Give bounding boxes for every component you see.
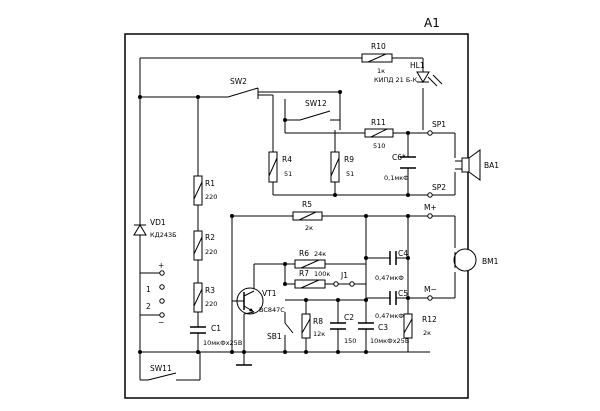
ba1-ref: BA1 bbox=[484, 161, 499, 170]
sw12-ref: SW12 bbox=[305, 99, 327, 108]
transistor-vt1: VT1 BC847C bbox=[232, 287, 285, 315]
c1-ref: C1 bbox=[211, 324, 221, 333]
r4-value: 51 bbox=[284, 170, 292, 178]
resistor-r1: R1 220 bbox=[193, 175, 217, 206]
capacitor-c6: C6* 0,1мкФ bbox=[384, 153, 416, 182]
c3-ref: C3 bbox=[378, 323, 388, 332]
hl1-ref: HL1 bbox=[410, 61, 425, 70]
diode-vd1: VD1 КД243Б bbox=[133, 218, 177, 239]
switch-sw12: SW12 bbox=[299, 99, 331, 121]
r5-ref: R5 bbox=[302, 200, 312, 209]
r3-ref: R3 bbox=[205, 286, 215, 295]
resistor-r7: R7 100к bbox=[294, 269, 330, 289]
r1-value: 220 bbox=[205, 193, 217, 201]
c1-value: 10мкФх25В bbox=[203, 339, 242, 347]
capacitor-c1: C1 10мкФх25В bbox=[190, 324, 242, 347]
terminal-minus-label: − bbox=[158, 318, 164, 327]
resistor-r3: R3 220 bbox=[193, 282, 217, 313]
capacitor-c2: C2 150 bbox=[330, 313, 356, 345]
r5-value: 2к bbox=[305, 224, 313, 232]
c3-value: 10мкФх25В bbox=[370, 337, 409, 345]
switch-sw2: SW2 bbox=[227, 77, 259, 99]
jumper-j1: J1 bbox=[338, 271, 350, 285]
r4-ref: R4 bbox=[282, 155, 292, 164]
c6-ref: C6* bbox=[392, 153, 406, 162]
r11-ref: R11 bbox=[371, 118, 386, 127]
capacitor-c4: C4 0,47мкФ bbox=[375, 249, 408, 282]
capacitor-c3: C3 10мкФх25В bbox=[358, 322, 409, 345]
resistor-r2: R2 220 bbox=[193, 230, 217, 261]
r9-ref: R9 bbox=[344, 155, 354, 164]
resistor-r10: R10 1к bbox=[361, 42, 393, 75]
vt1-ref: VT1 bbox=[262, 289, 277, 298]
r3-value: 220 bbox=[205, 300, 217, 308]
c6-value: 0,1мкФ bbox=[384, 174, 409, 182]
vd1-value: КД243Б bbox=[150, 231, 177, 239]
sw11-ref: SW11 bbox=[150, 364, 172, 373]
microphone-bm1: BM1 bbox=[453, 248, 499, 272]
c4-value: 0,47мкФ bbox=[375, 274, 404, 282]
resistor-r8: R8 12к bbox=[301, 313, 325, 339]
junction-dots bbox=[138, 90, 410, 354]
resistor-r5: R5 2к bbox=[292, 200, 323, 232]
c2-value: 150 bbox=[344, 337, 356, 345]
r7-value: 100к bbox=[314, 270, 330, 278]
m-minus-label: M− bbox=[424, 285, 437, 294]
r12-value: 2к bbox=[423, 329, 431, 337]
r6-value: 24к bbox=[314, 250, 326, 258]
m-plus-label: M+ bbox=[424, 203, 437, 212]
switch-sw11: SW11 bbox=[147, 364, 177, 381]
assembly-frame bbox=[124, 33, 469, 399]
r10-ref: R10 bbox=[371, 42, 386, 51]
resistor-r4: R4 51 bbox=[268, 151, 292, 183]
r7-ref: R7 bbox=[299, 269, 309, 278]
bm1-ref: BM1 bbox=[482, 257, 499, 266]
r12-ref: R12 bbox=[422, 315, 437, 324]
sb1-ref: SB1 bbox=[267, 332, 282, 341]
terminal-1-label: 1 bbox=[146, 285, 151, 294]
sw2-ref: SW2 bbox=[230, 77, 247, 86]
vt1-value: BC847C bbox=[259, 306, 285, 314]
sp2-ref: SP2 bbox=[432, 183, 446, 192]
c2-ref: C2 bbox=[344, 313, 354, 322]
resistor-r12: R12 2к bbox=[403, 313, 437, 339]
r11-value: 510 bbox=[373, 142, 385, 150]
resistor-r6: R6 24к bbox=[294, 249, 326, 269]
c5-ref: C5 bbox=[398, 289, 408, 298]
c5-value: 0,47мкФ bbox=[375, 312, 404, 320]
terminal-2-label: 2 bbox=[146, 302, 151, 311]
led-hl1: HL1 КИПД 21 Б-К bbox=[374, 61, 443, 87]
terminal-plus-label: + bbox=[158, 261, 164, 270]
r9-value: 51 bbox=[346, 170, 354, 178]
j1-ref: J1 bbox=[340, 271, 348, 280]
speaker-ba1: BA1 bbox=[455, 149, 499, 181]
r6-ref: R6 bbox=[299, 249, 309, 258]
vd1-ref: VD1 bbox=[150, 218, 166, 227]
resistor-r9: R9 51 bbox=[330, 151, 354, 183]
capacitor-c5: C5 0,47мкФ bbox=[375, 289, 408, 320]
sp1-ref: SP1 bbox=[432, 120, 446, 129]
r10-value: 1к bbox=[377, 67, 385, 75]
r2-value: 220 bbox=[205, 248, 217, 256]
hl1-value: КИПД 21 Б-К bbox=[374, 76, 418, 84]
r1-ref: R1 bbox=[205, 179, 215, 188]
c4-ref: C4 bbox=[398, 249, 408, 258]
r2-ref: R2 bbox=[205, 233, 215, 242]
resistor-r11: R11 510 bbox=[364, 118, 394, 150]
button-sb1: SB1 bbox=[267, 322, 294, 341]
r8-ref: R8 bbox=[313, 317, 323, 326]
assembly-label: A1 bbox=[424, 16, 440, 30]
r8-value: 12к bbox=[313, 330, 325, 338]
